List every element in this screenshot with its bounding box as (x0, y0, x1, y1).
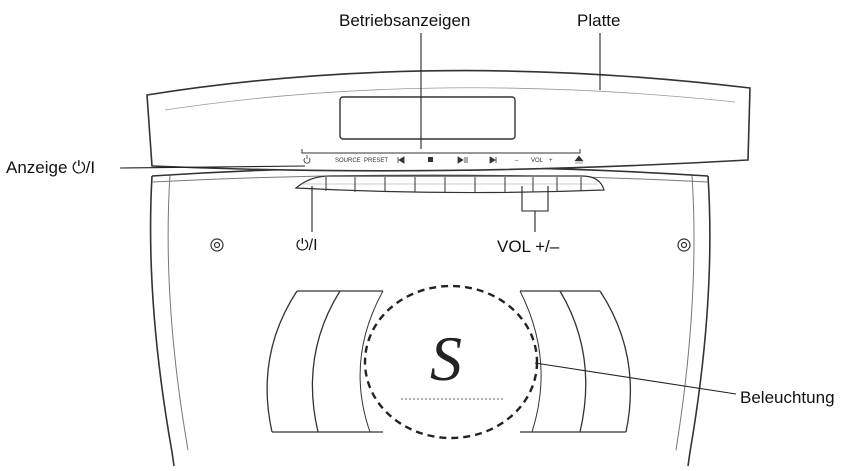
indicator-vol: VOL (531, 158, 544, 164)
top-plate (146, 69, 751, 172)
indicator-vol-minus: – (515, 158, 519, 164)
display-window (339, 96, 516, 140)
eject-icon (574, 155, 584, 164)
indicator-bracket (301, 149, 581, 154)
illumination-panels (266, 290, 632, 433)
prev-icon (397, 156, 405, 164)
button-dividers (325, 177, 582, 192)
leader-anzeige (119, 165, 306, 169)
label-beleuchtung: Beleuchtung (740, 388, 835, 407)
label-betriebsanzeigen: Betriebsanzeigen (339, 11, 471, 30)
leader-vol (521, 186, 549, 232)
illumination-ring (363, 284, 539, 440)
play-pause-icon (457, 156, 468, 164)
leader-beleuchtung (534, 362, 737, 395)
stop-icon (428, 157, 433, 162)
screw-right (677, 238, 691, 252)
power-indicator-icon (303, 155, 311, 164)
next-icon (489, 156, 497, 164)
screw-left (210, 238, 224, 252)
indicator-vol-plus: + (549, 158, 553, 164)
label-vol: VOL +/– (497, 237, 560, 256)
indicator-source: SOURCE (335, 158, 361, 164)
label-power-button: ⏻/I (296, 237, 318, 254)
button-bar (294, 175, 605, 194)
label-platte: Platte (577, 11, 621, 30)
indicator-preset: PRESET (364, 158, 388, 164)
label-anzeige-power: Anzeige ⏻/I (6, 158, 96, 177)
play-controls-icons (397, 155, 584, 164)
indicator-strip: SOURCE PRESET – VOL + (303, 155, 584, 164)
logo: S (430, 323, 462, 394)
leader-lines (119, 33, 737, 395)
